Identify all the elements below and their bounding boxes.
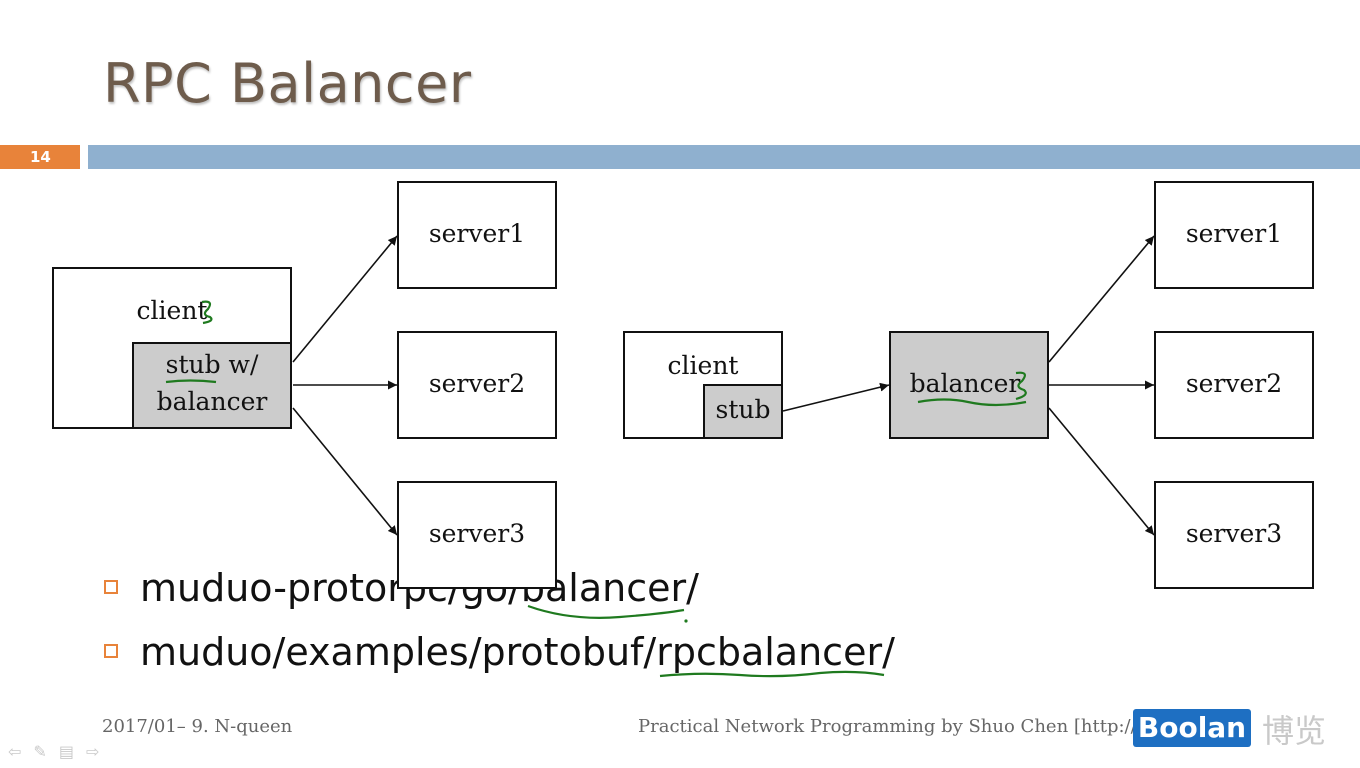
left-server1-label: server1	[429, 219, 525, 248]
left-stub-label-2: balancer	[157, 387, 268, 416]
right-balancer-box	[889, 331, 1049, 439]
left-diagram: client stub w/ balancer server1 server2 …	[52, 181, 557, 589]
right-server1-label: server1	[1186, 219, 1282, 248]
bullet-square-icon	[104, 643, 118, 658]
right-arrow-server1	[1048, 235, 1155, 363]
left-server3-box	[397, 481, 557, 589]
annotation-underline-bullet2	[659, 670, 885, 678]
pen-icon[interactable]: ✎	[33, 742, 47, 761]
annotation-s-mark-icon	[201, 300, 213, 325]
right-stub-box	[703, 384, 783, 439]
bullet-item: muduo/examples/protobuf/rpcbalancer/	[104, 630, 895, 674]
footer-date: 2017/01– 9. N-queen	[102, 716, 293, 737]
bullet-text: muduo/examples/protobuf/rpcbalancer/	[140, 630, 895, 674]
slide-number: 14	[0, 145, 80, 169]
right-server3-label: server3	[1186, 519, 1282, 548]
slide-nav-bar: ⇦ ✎ ▤ ⇨	[8, 742, 99, 761]
back-arrow-icon[interactable]: ⇦	[8, 742, 22, 761]
right-server2-box	[1154, 331, 1314, 439]
title-bar	[88, 145, 1360, 169]
left-stub-box	[132, 342, 292, 429]
right-client-label: client	[668, 351, 739, 380]
left-server2-box	[397, 331, 557, 439]
right-server2-label: server2	[1186, 369, 1282, 398]
annotation-dot	[684, 619, 688, 623]
annotation-s-mark-icon	[1015, 371, 1027, 401]
boolan-logo-cn: 博览	[1262, 712, 1327, 750]
right-balancer-label: balancer	[910, 369, 1021, 398]
left-stub-label-1: stub w/	[166, 350, 259, 379]
annotation-underline-stub	[165, 379, 217, 384]
slide-title: RPC Balancer	[103, 52, 472, 115]
left-arrow-server3	[292, 407, 398, 536]
left-server2-label: server2	[429, 369, 525, 398]
right-diagram: client stub balancer server1 server2 ser…	[623, 181, 1314, 589]
right-arrow-server3	[1048, 407, 1155, 536]
left-arrow-server1	[292, 235, 398, 363]
left-server1-box	[397, 181, 557, 289]
boolan-logo: Boolan	[1133, 709, 1251, 747]
footer-credit: Practical Network Programming by Shuo Ch…	[638, 716, 1159, 737]
right-server3-box	[1154, 481, 1314, 589]
right-server1-box	[1154, 181, 1314, 289]
right-arrow-stub-balancer	[782, 382, 890, 412]
left-server3-label: server3	[429, 519, 525, 548]
forward-arrow-icon[interactable]: ⇨	[85, 742, 100, 761]
right-stub-label: stub	[716, 395, 771, 424]
annotation-underline-balancer	[917, 398, 1027, 407]
menu-icon[interactable]: ▤	[58, 742, 74, 761]
left-client-label: client	[137, 296, 208, 325]
bullet-square-icon	[104, 579, 118, 594]
annotation-underline-bullet1	[527, 604, 685, 619]
